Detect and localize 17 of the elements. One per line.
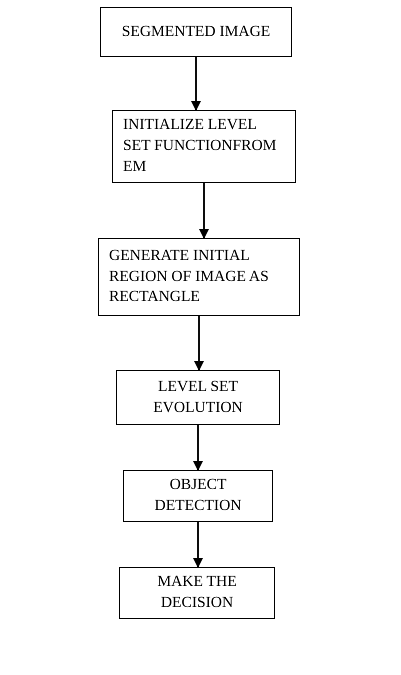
arrow [193, 425, 203, 471]
box-text: LEVEL SET EVOLUTION [152, 376, 244, 418]
box-text: OBJECT DETECTION [154, 475, 242, 516]
process-box [100, 7, 292, 57]
box-text: INITIALIZE LEVEL SET FUNCTIONFROM EM [123, 115, 278, 177]
process-box [112, 110, 296, 183]
arrow [199, 183, 209, 239]
process-box [119, 567, 275, 619]
arrow [193, 522, 203, 568]
arrow [194, 316, 204, 371]
box-text: SEGMENTED IMAGE [122, 22, 270, 42]
arrow [191, 57, 201, 111]
box-text: MAKE THE DECISION [156, 572, 238, 613]
process-box [98, 238, 300, 316]
process-box [123, 470, 273, 522]
process-box [116, 370, 280, 425]
box-text: GENERATE INITIAL REGION OF IMAGE AS RECTANGLE [109, 246, 270, 308]
